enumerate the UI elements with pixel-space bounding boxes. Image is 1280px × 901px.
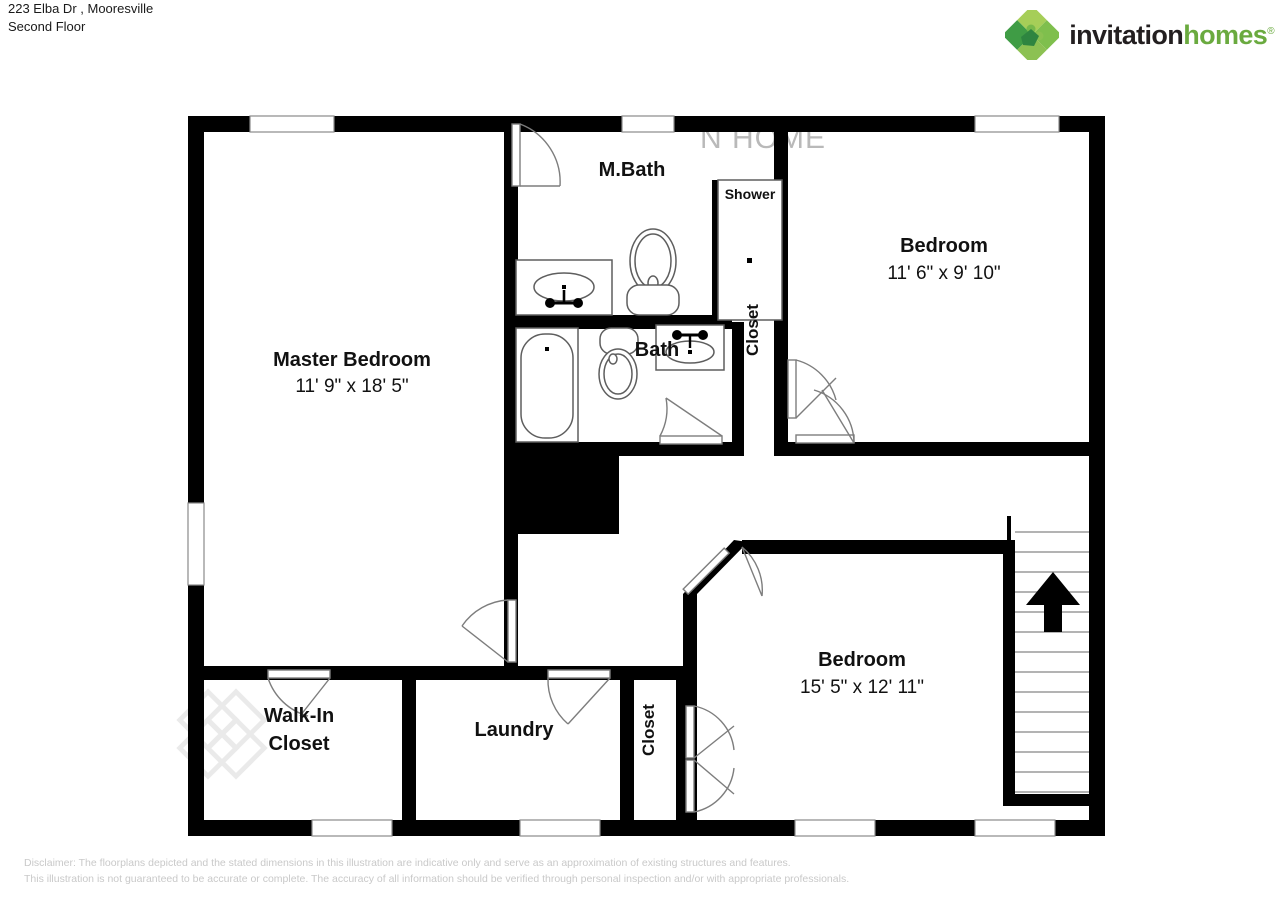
wall-lower-horizontal [188, 666, 688, 680]
wall-group [188, 116, 1105, 836]
wall-closet-hall-left [732, 322, 744, 456]
fixture-master-toilet [626, 228, 680, 316]
stair-treads [1015, 531, 1089, 793]
door-closet-hall [787, 359, 837, 419]
fixture-bathtub [515, 327, 579, 443]
room-name-master-bedroom: Master Bedroom [273, 349, 431, 371]
room-label-group: Master Bedroom 11' 9" x 18' 5" Bedroom 1… [264, 159, 1001, 756]
wall-stairwell-bottom [1003, 794, 1093, 806]
window-top-3 [974, 115, 1060, 133]
staircase [1007, 516, 1089, 793]
exterior-wall-left [188, 116, 204, 836]
door-bedroom2 [795, 389, 855, 444]
window-left-1 [187, 502, 205, 586]
fixture-bath-vanity [655, 324, 725, 371]
room-dim-master-bedroom: 11' 9" x 18' 5" [295, 376, 408, 397]
wall-bedroom3-top [742, 540, 1010, 554]
room-dim-bedroom-2: 11' 6" x 9' 10" [887, 263, 1000, 284]
page-header: 223 Elba Dr , Mooresville Second Floor [8, 0, 153, 36]
disclaimer-line-2: This illustration is not guaranteed to b… [24, 873, 850, 885]
stairs-up-arrow-icon [1026, 572, 1080, 632]
logo-trademark: ® [1267, 25, 1274, 37]
fixture-group [515, 179, 783, 443]
door-bedroom3 [682, 546, 764, 597]
door-bath [659, 397, 723, 445]
door-master-entry [461, 599, 517, 663]
door-mbath [511, 123, 561, 187]
room-name-closet-hall: Closet [743, 304, 762, 356]
door-group [267, 123, 855, 813]
wall-bath-bottom [504, 442, 732, 456]
fixture-shower [717, 179, 783, 321]
room-name-bedroom-2: Bedroom [900, 235, 988, 257]
window-top-1 [249, 115, 335, 133]
room-name-bath: Bath [635, 339, 679, 361]
wall-walkin-laundry [402, 666, 416, 836]
window-group [187, 115, 1060, 837]
window-bottom-1 [311, 819, 393, 837]
wall-bedroom2-bottom [788, 442, 1089, 456]
door-walkin-closet [267, 669, 331, 717]
door-closet-lower-bottom [685, 759, 735, 813]
logo-wordmark: invitationhomes® [1069, 20, 1274, 51]
window-bottom-3 [794, 819, 876, 837]
room-name-bedroom-3: Bedroom [818, 649, 906, 671]
window-bottom-2 [519, 819, 601, 837]
disclaimer: Disclaimer: The floorplans depicted and … [24, 855, 849, 887]
property-address: 223 Elba Dr , Mooresville [8, 1, 154, 16]
invitation-homes-diamond-icon [1005, 10, 1060, 60]
exterior-wall-bottom [188, 820, 1105, 836]
room-name-walkin-line1: Walk-In [264, 705, 334, 727]
logo-word-homes: homes [1183, 19, 1268, 50]
room-name-closet-lower: Closet [639, 704, 658, 756]
floorplan-canvas: N HOME [0, 60, 1280, 850]
fixture-bath-toilet [598, 327, 639, 400]
chase-block [511, 456, 619, 534]
room-name-shower: Shower [725, 186, 776, 202]
wall-stairwell-left [1003, 540, 1015, 806]
wall-closet-hall-right [774, 322, 788, 456]
room-dim-bedroom-3: 15' 5" x 12' 11" [800, 677, 924, 698]
brand-logo: invitationhomes® [1005, 10, 1275, 60]
wall-laundry-closet [620, 666, 634, 836]
disclaimer-line-1: Disclaimer: The floorplans depicted and … [24, 857, 791, 869]
door-laundry [547, 669, 611, 725]
room-name-master-bath: M.Bath [599, 159, 666, 181]
logo-word-invitation: invitation [1069, 19, 1184, 50]
floor-label: Second Floor [8, 19, 86, 34]
room-name-walkin-line2: Closet [268, 733, 329, 755]
fixture-master-vanity [515, 259, 613, 316]
room-name-laundry: Laundry [475, 719, 555, 741]
window-bottom-4 [974, 819, 1056, 837]
floorplan-svg: N HOME [176, 115, 1105, 837]
exterior-wall-right [1089, 116, 1105, 836]
door-closet-lower-top [685, 705, 735, 759]
window-top-2 [621, 115, 675, 133]
